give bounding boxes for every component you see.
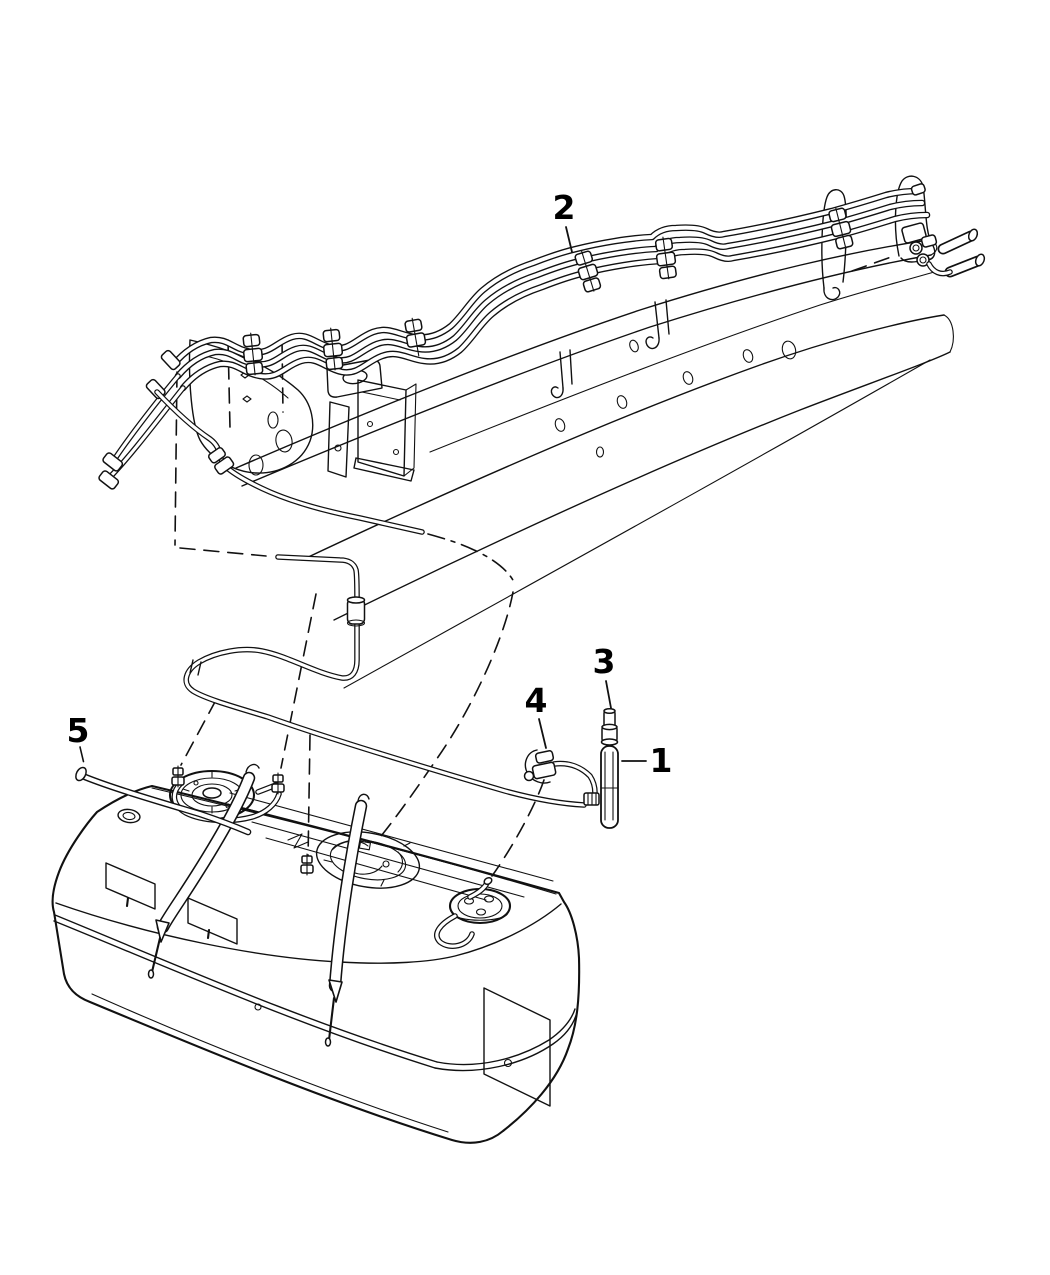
fuel-line-to-tank (154, 389, 515, 842)
callout-5[interactable]: 5 (67, 711, 90, 769)
callout-2-label[interactable]: 2 (553, 188, 576, 227)
line-clip (207, 447, 235, 475)
strap-t-bolt (150, 936, 162, 974)
callout-1[interactable]: 1 (621, 741, 673, 780)
callouts: 2 3 4 1 5 (67, 188, 673, 877)
tank-line-clips (171, 765, 314, 876)
tank-seam (53, 914, 438, 1069)
line-end-connectors (901, 222, 986, 278)
tank-label-sticker (483, 987, 551, 1107)
callout-4-label[interactable]: 4 (525, 681, 548, 720)
tank-label-sticker (105, 862, 156, 910)
fuel-line-clip (523, 749, 557, 784)
quick-connect-fitting (98, 183, 926, 490)
tank-vent-unit (434, 876, 512, 949)
callout-3[interactable]: 3 (593, 642, 616, 709)
hidden-line-leaders (174, 339, 317, 861)
callout-5-label[interactable]: 5 (67, 711, 90, 750)
vent-hose (75, 766, 252, 836)
callout-3-label[interactable]: 3 (593, 642, 616, 681)
crossmember-bracket-cluster (188, 339, 417, 482)
tank-straps (147, 763, 370, 1047)
frame-j-hook (550, 299, 670, 399)
callout-1-label[interactable]: 1 (650, 741, 673, 780)
frame-holes (554, 339, 797, 458)
frame-rail (235, 175, 954, 689)
filler-ring (117, 808, 141, 824)
inline-fuel-filter (583, 707, 619, 829)
fuel-tank (51, 784, 581, 1144)
callout-2[interactable]: 2 (553, 188, 576, 253)
vent-pipe-assembly (183, 554, 587, 808)
strap-t-bolt (327, 996, 336, 1042)
frame-top-edge (235, 239, 929, 469)
chassis-fuel-line-bundle (98, 183, 986, 490)
callout-4[interactable]: 4 (491, 681, 548, 877)
tank-label-sticker (187, 897, 238, 945)
fuel-sender-rosette (315, 831, 421, 889)
filter-assembly (523, 707, 619, 829)
line-clip (242, 207, 854, 376)
